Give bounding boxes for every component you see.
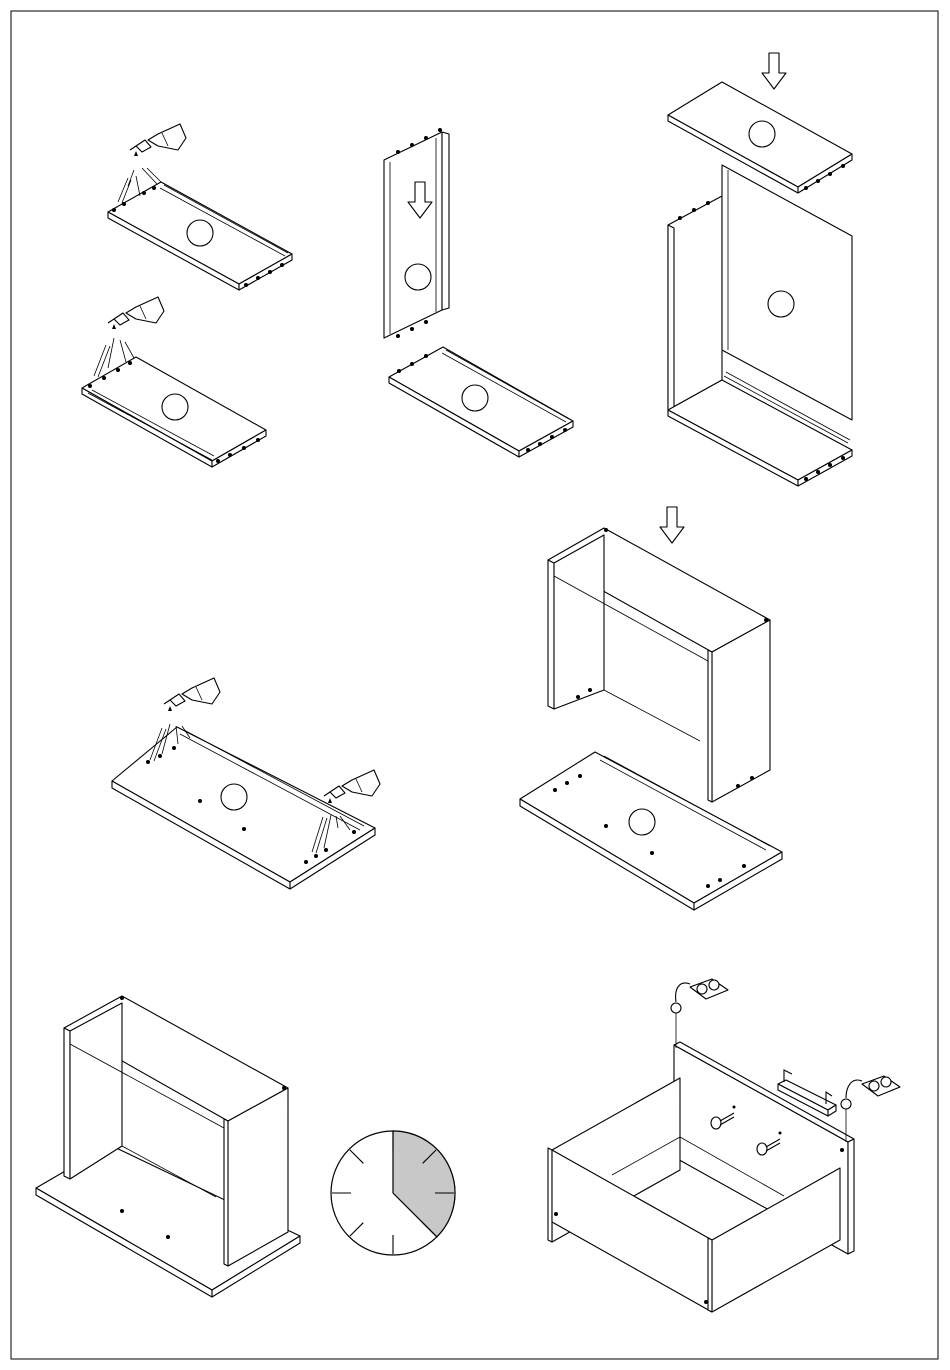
drawer-box — [548, 1042, 854, 1312]
top-panel — [668, 82, 852, 193]
down-arrow-icon — [762, 53, 786, 89]
step-glue-bottom-panel — [112, 678, 380, 889]
upper-side-panel — [108, 124, 292, 290]
glue-tube-icon — [164, 678, 220, 706]
assembled-cabinet — [36, 996, 300, 1297]
cabinet-shell-step3 — [668, 165, 852, 486]
step-mount-drawer-hardware — [548, 979, 900, 1312]
part-label-circle — [768, 291, 794, 317]
part-label-circle — [405, 264, 431, 290]
step-lower-frame-onto-bottom — [520, 507, 782, 910]
step-wait-for-glue — [36, 996, 455, 1297]
step-attach-back-panel — [384, 128, 573, 457]
lower-side-panel — [82, 297, 266, 467]
back-panel-vertical — [384, 128, 449, 338]
part-label-circle — [187, 220, 213, 246]
part-label-circle — [462, 385, 488, 411]
down-arrow-icon — [660, 507, 684, 543]
base-panel-step2 — [389, 347, 573, 457]
glue-tube-icon — [324, 770, 380, 798]
part-label-circle — [221, 784, 247, 810]
cam-lock-icon — [841, 1076, 900, 1142]
step-attach-top-panel — [668, 53, 852, 486]
cam-lock-icon — [671, 979, 728, 1048]
part-label-circle — [629, 809, 655, 835]
clock-icon — [331, 1131, 455, 1255]
glue-tube-icon — [108, 297, 164, 325]
part-label-circle — [749, 121, 775, 147]
step-glue-side-panels — [82, 124, 292, 467]
part-label-circle — [162, 394, 188, 420]
glue-tube-icon — [130, 124, 186, 152]
